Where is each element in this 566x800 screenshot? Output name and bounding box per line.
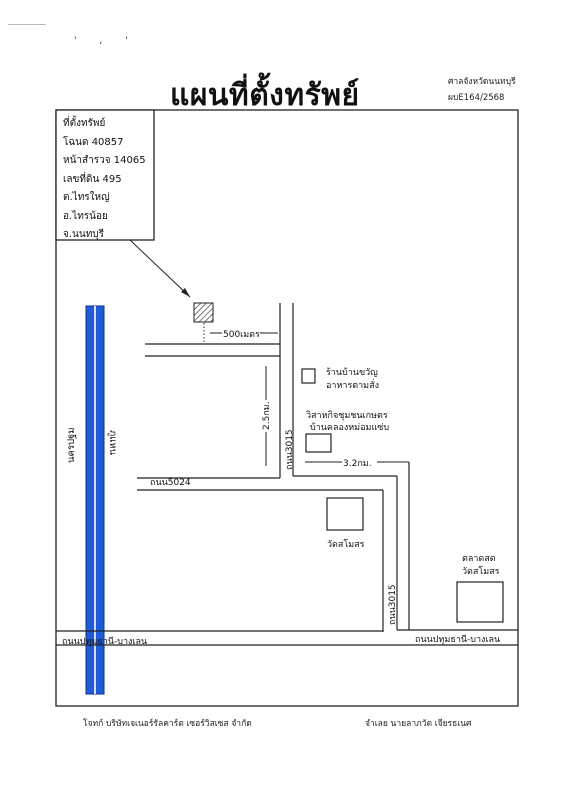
case-number: ผบE164/2568 (448, 93, 505, 103)
scan-mark-dots: ' , ' (74, 36, 128, 46)
dist-32-label: 3.2กม. (343, 459, 372, 469)
map-frame (55, 109, 519, 707)
enterprise-box (305, 433, 332, 453)
road-5024-label: ถนน5024 (150, 478, 191, 488)
market-label-1: ตลาดสด (462, 554, 496, 564)
canal-label-phu-nae: ภูแหน (107, 430, 118, 456)
court-name: ศาลจังหวัดนนทบุรี (448, 77, 516, 87)
road-3015-upper-label: ถนน3015 (285, 429, 295, 470)
property-info-box: ที่ตั้งทรัพย์ โฉนด 40857 หน้าสำรวจ 14065… (56, 110, 154, 240)
property-heading: ที่ตั้งทรัพย์ (63, 118, 106, 129)
pointer-arrow-head (181, 288, 190, 297)
subdistrict: ต.ไทรใหญ่ (63, 192, 110, 203)
info-box-border (55, 109, 155, 241)
temple-label: วัดสโมสร (327, 540, 365, 550)
road-pathum-right-label: ถนนปทุมธานี-บางเลน (415, 635, 501, 645)
canal-label-nakhon-pathom: นครปฐม (66, 427, 77, 464)
deed-number: โฉนด 40857 (63, 136, 124, 148)
land-number: เลขที่ดิน 495 (63, 173, 122, 185)
market-box (456, 581, 504, 623)
scan-mark-line (8, 24, 46, 25)
property-marker (193, 302, 214, 323)
shop-box (301, 368, 316, 384)
page-title: แผนที่ตั้งทรัพย์ (170, 78, 360, 113)
road-3015-lower-label: ถนน3015 (388, 584, 398, 625)
shop-label-2: อาหารตามสั่ง (326, 381, 379, 391)
dist-25-label: 2.5กม. (262, 401, 272, 430)
survey-page: หน้าสำรวจ 14065 (63, 155, 146, 166)
dist-500-label: 500เมตร (223, 330, 260, 340)
pointer-arrow (129, 239, 191, 298)
temple-box (326, 497, 364, 531)
province: จ.นนทบุรี (63, 229, 105, 240)
defendant-name: จำเลย นายลาภวัต เจียรธเนศ (365, 719, 472, 729)
road-pathum-left-label: ถนนปทุมธานี-บางเลน (62, 637, 148, 647)
district: อ.ไทรน้อย (63, 210, 108, 222)
enterprise-label-1: วิสาหกิจชุมชนเกษตร (306, 411, 388, 421)
enterprise-label-2: บ้านคลองหม่อมแซ่บ (310, 423, 390, 433)
market-label-2: วัดสโมสร (462, 567, 500, 577)
plaintiff-name: โจทก์ บริษัทเจเนอร์รัลคาร์ต เซอร์วิสเซส … (83, 719, 252, 729)
shop-label-1: ร้านบ้านขวัญ (326, 368, 378, 378)
